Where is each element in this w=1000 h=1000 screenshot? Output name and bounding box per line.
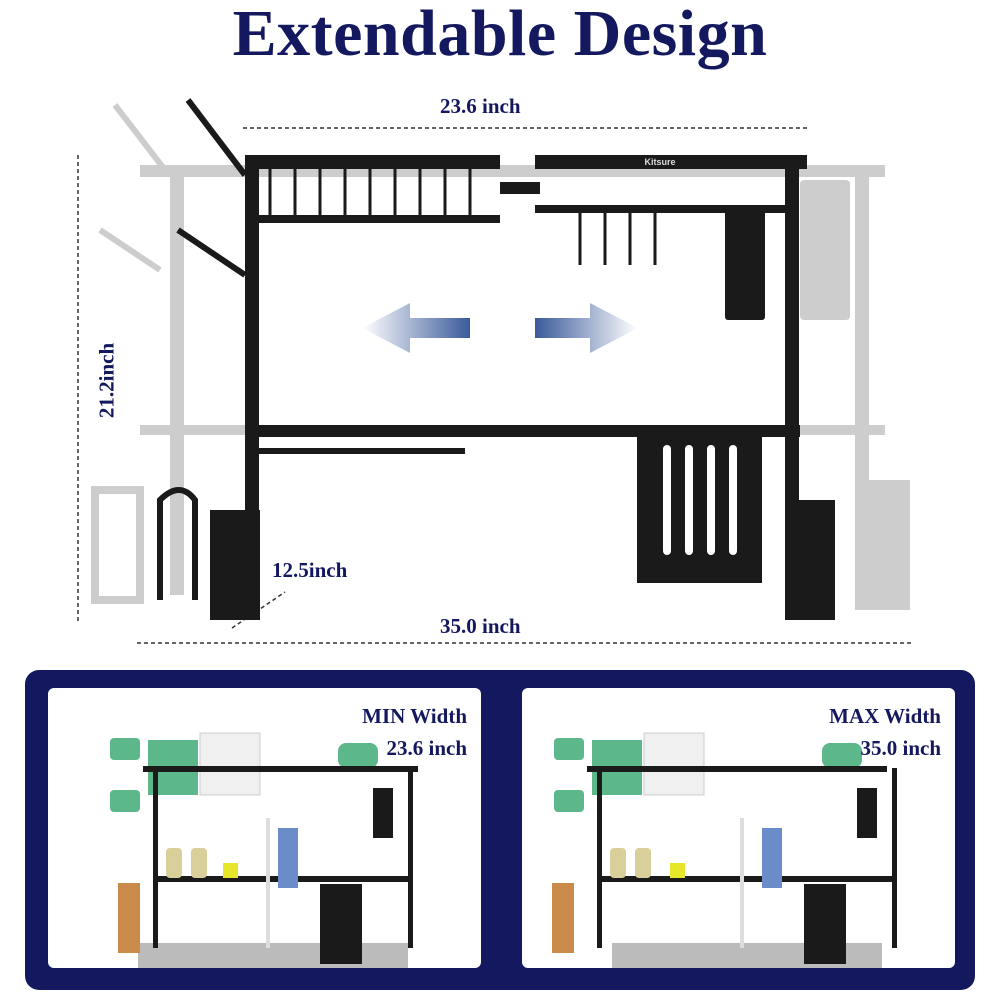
dimension-lines: [77, 127, 912, 644]
max-width-card: MAX Width 35.0 inch: [522, 688, 955, 968]
min-width-title: MIN Width: [362, 704, 467, 728]
min-width-value: 23.6 inch: [386, 736, 467, 760]
rack-frame: [157, 98, 835, 620]
depth-label: 12.5inch: [272, 558, 348, 582]
comparison-panel: MIN Width 23.6 inch MAX Width 35.0 inch: [25, 670, 975, 990]
max-width-title: MAX Width: [829, 704, 941, 728]
rack-diagram: Kitsure: [77, 98, 912, 644]
min-width-label: 23.6 inch: [440, 94, 521, 118]
rack-photo-max: [552, 732, 897, 968]
max-width-caption: MAX Width 35.0 inch: [829, 700, 941, 764]
extend-arrows-icon: [362, 303, 638, 353]
rack-photo-min: [110, 732, 418, 968]
brand-logo: Kitsure: [644, 157, 675, 167]
page-title: Extendable Design: [232, 0, 768, 70]
min-width-card: MIN Width 23.6 inch: [48, 688, 481, 968]
max-width-label: 35.0 inch: [440, 614, 521, 638]
max-width-value: 35.0 inch: [860, 736, 941, 760]
min-width-caption: MIN Width 23.6 inch: [362, 700, 467, 764]
drainer-slots: [663, 445, 737, 555]
height-label: 21.2inch: [94, 342, 119, 419]
rack-wires: [268, 169, 657, 265]
